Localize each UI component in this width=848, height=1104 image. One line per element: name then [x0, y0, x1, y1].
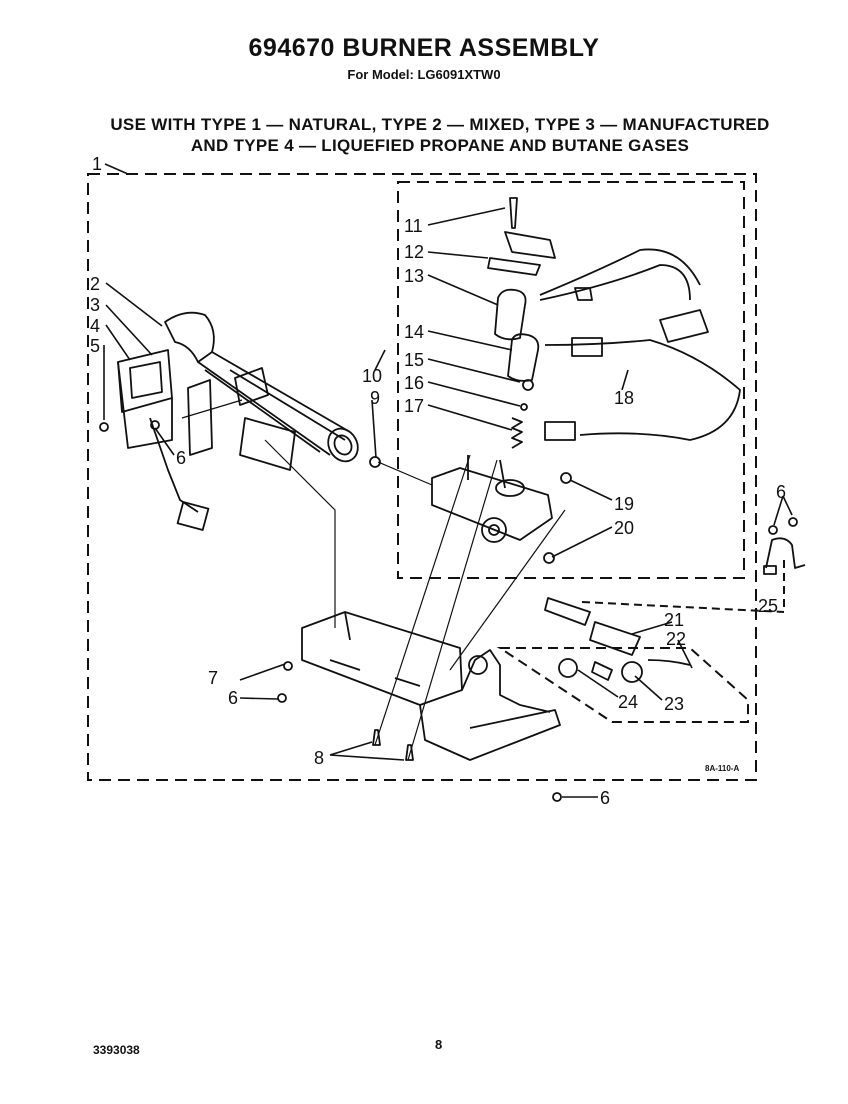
- callout-23: 23: [664, 694, 684, 714]
- callout-2: 2: [90, 274, 100, 294]
- drawing-code: 8A-110-A: [705, 764, 740, 773]
- assembly-boundary: [87, 173, 757, 781]
- callout-21: 21: [664, 610, 684, 630]
- callout-4: 4: [90, 316, 100, 336]
- callout-5: 5: [90, 336, 100, 356]
- callout-22: 22: [666, 629, 686, 649]
- callout-6: 6: [228, 688, 238, 708]
- callout-8: 8: [314, 748, 324, 768]
- callout-15: 15: [404, 350, 424, 370]
- burner-tube: [164, 311, 359, 463]
- callout-3: 3: [90, 295, 100, 315]
- callout-6: 6: [176, 448, 186, 468]
- orifice-fittings: [544, 597, 691, 683]
- clamp: [763, 537, 806, 575]
- page-title: 694670 BURNER ASSEMBLY: [248, 34, 600, 62]
- callout-19: 19: [614, 494, 634, 514]
- callout-6: 6: [600, 788, 610, 808]
- valve-group-boundary: [397, 181, 745, 579]
- screws: [99, 197, 798, 802]
- callout-20: 20: [614, 518, 634, 538]
- usage-note-line-2: AND TYPE 4 — LIQUEFIED PROPANE AND BUTAN…: [190, 136, 690, 155]
- callout-24: 24: [618, 692, 638, 712]
- callout-18: 18: [614, 388, 634, 408]
- assembly-lines: [181, 399, 566, 761]
- callout-16: 16: [404, 373, 424, 393]
- gas-valve: [431, 455, 553, 543]
- callout-11: 11: [404, 216, 423, 236]
- igniter-bracket: [117, 349, 213, 531]
- callout-17: 17: [404, 396, 424, 416]
- callout-10: 10: [362, 366, 382, 386]
- page-number: 8: [435, 1037, 443, 1052]
- wiring-harness: [539, 248, 741, 441]
- valve-coils: [487, 231, 556, 382]
- callout-13: 13: [404, 266, 424, 286]
- callout-6: 6: [776, 482, 786, 502]
- clamp-group-boundary: [581, 560, 785, 613]
- plunger-spring: [511, 379, 534, 449]
- usage-note-line-1: USE WITH TYPE 1 — NATURAL, TYPE 2 — MIXE…: [110, 115, 770, 134]
- callout-14: 14: [404, 322, 424, 342]
- mounting-bracket: [301, 611, 561, 761]
- nameplate: [239, 417, 296, 471]
- document-number: 3393038: [93, 1043, 140, 1057]
- callout-1: 1: [92, 154, 102, 174]
- callout-9: 9: [370, 388, 380, 408]
- callout-25: 25: [758, 596, 778, 616]
- orifice-group-boundary: [496, 647, 749, 723]
- callout-7: 7: [208, 668, 218, 688]
- callout-12: 12: [404, 242, 424, 262]
- model-number: For Model: LG6091XTW0: [347, 67, 501, 82]
